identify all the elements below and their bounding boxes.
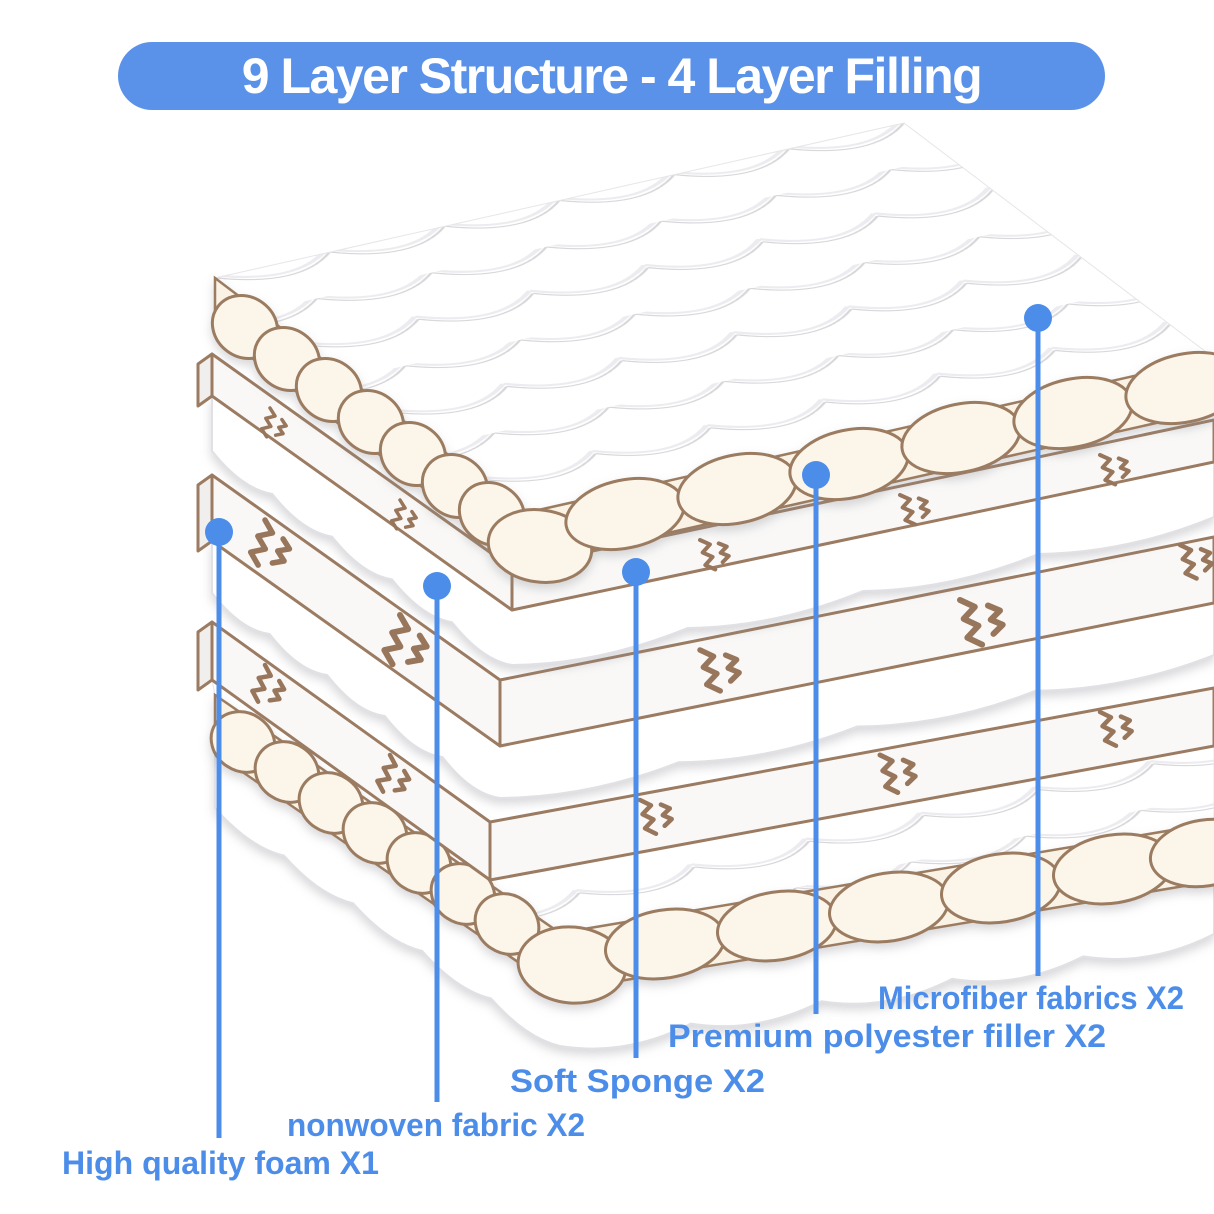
label-high-quality-foam: High quality foam X1 (62, 1145, 379, 1181)
nonwoven-sheet-upper (211, 394, 1214, 667)
callout-labels: High quality foam X1 nonwoven fabric X2 … (62, 980, 1184, 1181)
callout-dot-foam (205, 518, 233, 546)
callout-dots (205, 304, 1052, 600)
callout-dot-nonwoven (423, 572, 451, 600)
label-premium-polyester-filler: Premium polyester filler X2 (668, 1018, 1106, 1054)
callout-dot-microfiber (1024, 304, 1052, 332)
nonwoven-sheet-lower (211, 539, 1214, 800)
top-quilted-pad (210, 122, 1214, 584)
callout-dot-polyester (802, 461, 830, 489)
callout-lines (216, 318, 1041, 1138)
sponge-slab-lower (196, 620, 1214, 882)
label-soft-sponge: Soft Sponge X2 (510, 1063, 765, 1099)
callout-dot-sponge (622, 558, 650, 586)
title-text: 9 Layer Structure - 4 Layer Filling (241, 48, 983, 104)
title-banner: 9 Layer Structure - 4 Layer Filling (118, 42, 1105, 110)
bottom-quilted-pad (209, 678, 1214, 1005)
label-nonwoven-fabric: nonwoven fabric X2 (287, 1107, 585, 1143)
label-microfiber-fabrics: Microfiber fabrics X2 (878, 980, 1184, 1016)
